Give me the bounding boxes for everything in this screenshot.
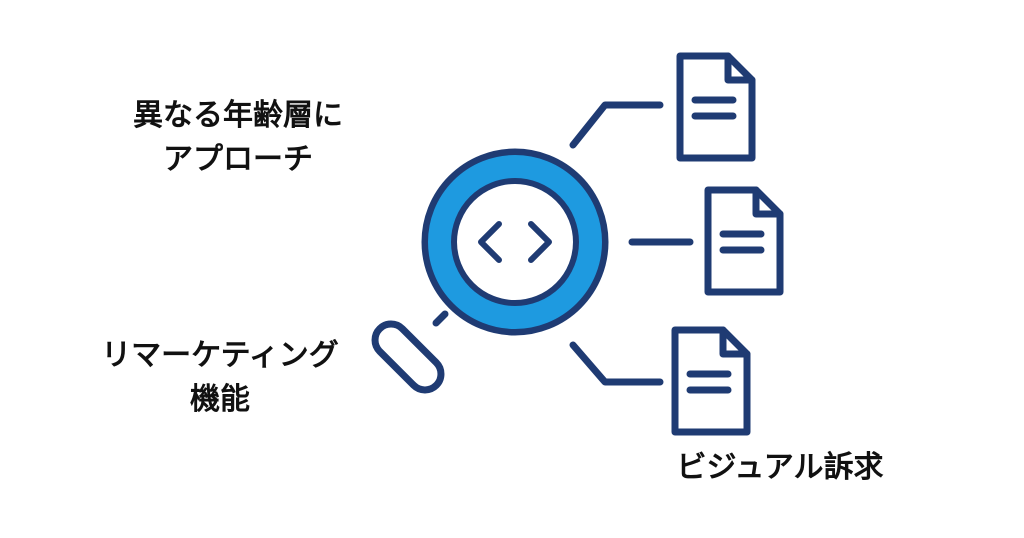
label-remarketing-line2: 機能: [190, 382, 250, 417]
code-brackets-icon: [478, 221, 552, 263]
label-age-line1: 異なる年齢層に: [133, 98, 343, 133]
magnifying-glass-icon: [371, 148, 609, 394]
connector-top: [569, 101, 664, 149]
document-icon: [676, 52, 756, 162]
magnifier-lens: [451, 178, 579, 306]
label-remarketing-line1: リマーケティング: [101, 338, 339, 373]
magnifier-outer-ring: [421, 148, 609, 336]
label-age-approach: 異なる年齢層に アプローチ: [108, 94, 368, 182]
label-visual-text: ビジュアル訴求: [676, 450, 884, 485]
label-remarketing: リマーケティング 機能: [70, 334, 370, 422]
label-visual-appeal: ビジュアル訴求: [630, 446, 930, 490]
label-age-line2: アプローチ: [163, 142, 313, 177]
left-bracket: [478, 221, 502, 263]
right-bracket: [528, 221, 552, 263]
magnifier-blue-ring: [428, 155, 602, 329]
magnifier-neck: [432, 310, 449, 327]
document-icon: [704, 186, 784, 296]
connector-bottom: [569, 341, 664, 386]
document-icon: [671, 326, 751, 436]
connector-lines: [569, 101, 694, 386]
magnifier-handle: [371, 320, 445, 394]
